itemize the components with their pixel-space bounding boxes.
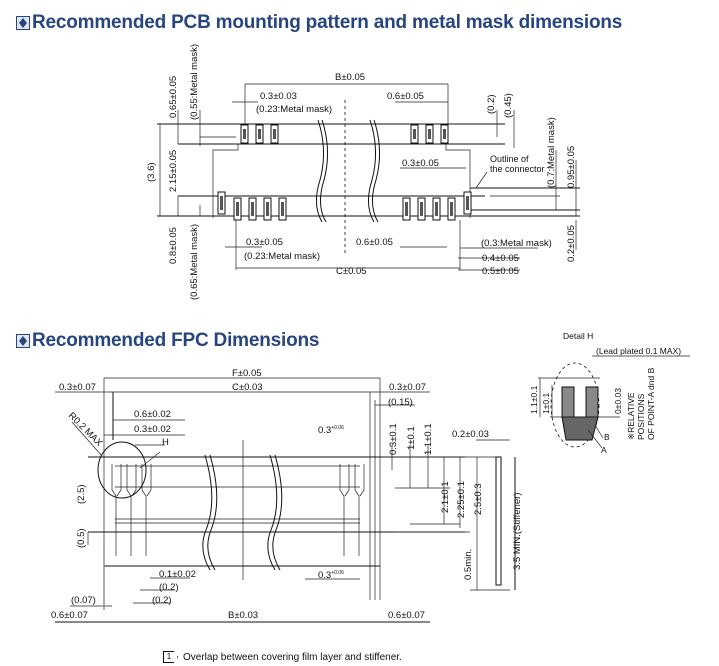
detail-dim-0: 0±0.03 (613, 388, 623, 414)
dim-05: 0.5±0.05 (482, 266, 519, 277)
lead-hatched (585, 386, 599, 418)
dim-tol-bottom: 0.3+0.06 (318, 570, 344, 581)
bottom-pads (217, 191, 472, 221)
dim-03-right: 0.3±0.07 (389, 382, 426, 393)
dim-b-label: B±0.05 (335, 72, 365, 83)
dim-06-left: 0.6±0.07 (51, 610, 88, 621)
dim-c: C±0.03 (232, 382, 263, 393)
dim-21: 2.1±0.1 (440, 481, 451, 513)
dim-c-label: C±0.05 (336, 266, 367, 277)
dim-top-mask: (0.23:Metal mask) (256, 104, 332, 115)
dim-015: (0.15) (388, 397, 413, 408)
diamond-bullet-icon (16, 334, 30, 348)
connector-outline-right (445, 144, 471, 218)
detail-h-marker: H (162, 437, 169, 448)
point-b-label: B (604, 432, 610, 442)
dim-02: (0.2) (486, 94, 497, 114)
dim-095: 0.95±0.05 (566, 146, 577, 188)
break-line-2 (368, 119, 376, 223)
dim-11-01: 1.1±0.1 (423, 423, 434, 455)
dim-045: (0.45) (503, 93, 514, 118)
dim-25: (2.5) (76, 484, 87, 504)
pcb-section-heading: Recommended PCB mounting pattern and met… (16, 12, 622, 34)
dim-007: (0.07) (71, 595, 96, 606)
fpc-section-heading: Recommended FPC Dimensions (16, 330, 319, 352)
fpc-break-1 (202, 454, 213, 571)
break-line-2b (372, 119, 380, 223)
dim-f: F±0.05 (232, 368, 262, 379)
detail-dim-11: 1.1±0.1 (529, 385, 539, 414)
dim-bottom-mask: (0.23:Metal mask) (244, 251, 320, 262)
dim-02b: (0.2) (152, 595, 172, 606)
dim-05-min: 0.5min. (463, 549, 474, 580)
relative-note-3: OF POINT-A dnd B (646, 367, 656, 440)
dim-01: 0.1±0.02 (159, 569, 196, 580)
dim-08: 0.8±0.05 (168, 227, 179, 264)
dim-r02-max: R0.2 MAX (66, 410, 105, 449)
point-a-label: A (601, 445, 607, 455)
lead-plated-label: (Lead plated 0.1 MAX) (596, 346, 681, 356)
top-pads (240, 124, 449, 144)
detail-dim-1: 1±0.1 (541, 393, 551, 414)
dim-mid-width: 0.3±0.05 (402, 158, 439, 169)
dim-1-01: 1±0.1 (406, 426, 417, 450)
dim-03-left: 0.3±0.07 (59, 382, 96, 393)
dim-07-mask: (0.7:Metal mask) (546, 117, 557, 188)
dim-top-pitch: 0.6±0.05 (387, 91, 424, 102)
diamond-bullet-icon (16, 16, 30, 30)
footnote: 1 Overlap between covering film layer an… (163, 651, 402, 663)
dim-225: 2.25±0.1 (456, 481, 467, 518)
break-line-1b (320, 119, 328, 223)
dim-25-03: 2.5±0.3 (473, 483, 484, 515)
relative-note-2: POSITIONS (636, 393, 646, 440)
dim-top-width: 0.3±0.03 (260, 91, 297, 102)
detail-h: Detail H (Lead plated 0.1 MAX) 1.1±0.1 1… (529, 331, 690, 455)
dim-bottom-pitch: 0.6±0.05 (356, 237, 393, 248)
dim-03-width: 0.3±0.02 (134, 424, 171, 435)
dim-04: 0.4±0.05 (482, 253, 519, 264)
dim-055-mask: (0.55:Metal mask) (189, 44, 200, 120)
dim-35-min: 3.5 MIN.(Stiffener) (512, 493, 523, 570)
fpc-leads (111, 464, 365, 556)
dim-065: 0.65±0.05 (168, 76, 179, 118)
dim-b: B±0.03 (228, 610, 258, 621)
lead-hatched (561, 386, 575, 418)
dim-065-mask: (0.65:Metal mask) (189, 224, 200, 300)
dim-03-01: 0.3±0.1 (388, 423, 399, 455)
outline-label-1: Outline of (490, 154, 529, 164)
stiffener-side (495, 456, 502, 586)
dim-bottom-width: 0.3±0.05 (246, 237, 283, 248)
dim-36: (3.6) (146, 162, 157, 182)
pcb-section-title: Recommended PCB mounting pattern and met… (32, 12, 623, 33)
footnote-text: Overlap between covering film layer and … (183, 651, 402, 663)
break-line-1 (316, 119, 324, 223)
fpc-section-title: Recommended FPC Dimensions (32, 330, 320, 351)
dim-02-05: 0.2±0.05 (566, 225, 577, 262)
detail-h-circle (97, 441, 147, 499)
detail-h-title: Detail H (563, 331, 593, 341)
dim-06-right: 0.6±0.07 (388, 610, 425, 621)
dim-tol-top: 0.3+0.06 (318, 425, 344, 436)
dim-05: (0.5) (76, 528, 87, 548)
dim-215: 2.15±0.05 (168, 150, 179, 192)
fpc-break-2 (267, 454, 278, 571)
dim-06-pitch: 0.6±0.02 (134, 409, 171, 420)
dim-02-003: 0.2±0.03 (452, 429, 489, 440)
connector-outline-left (212, 144, 239, 218)
relative-note-1: ※RELATIVE (626, 392, 636, 440)
outline-label-2: the connector (490, 164, 545, 174)
note-marker-icon: 1 (163, 651, 178, 663)
dim-02a: (0.2) (159, 582, 179, 593)
dim-mask-03: (0.3:Metal mask) (481, 238, 552, 249)
